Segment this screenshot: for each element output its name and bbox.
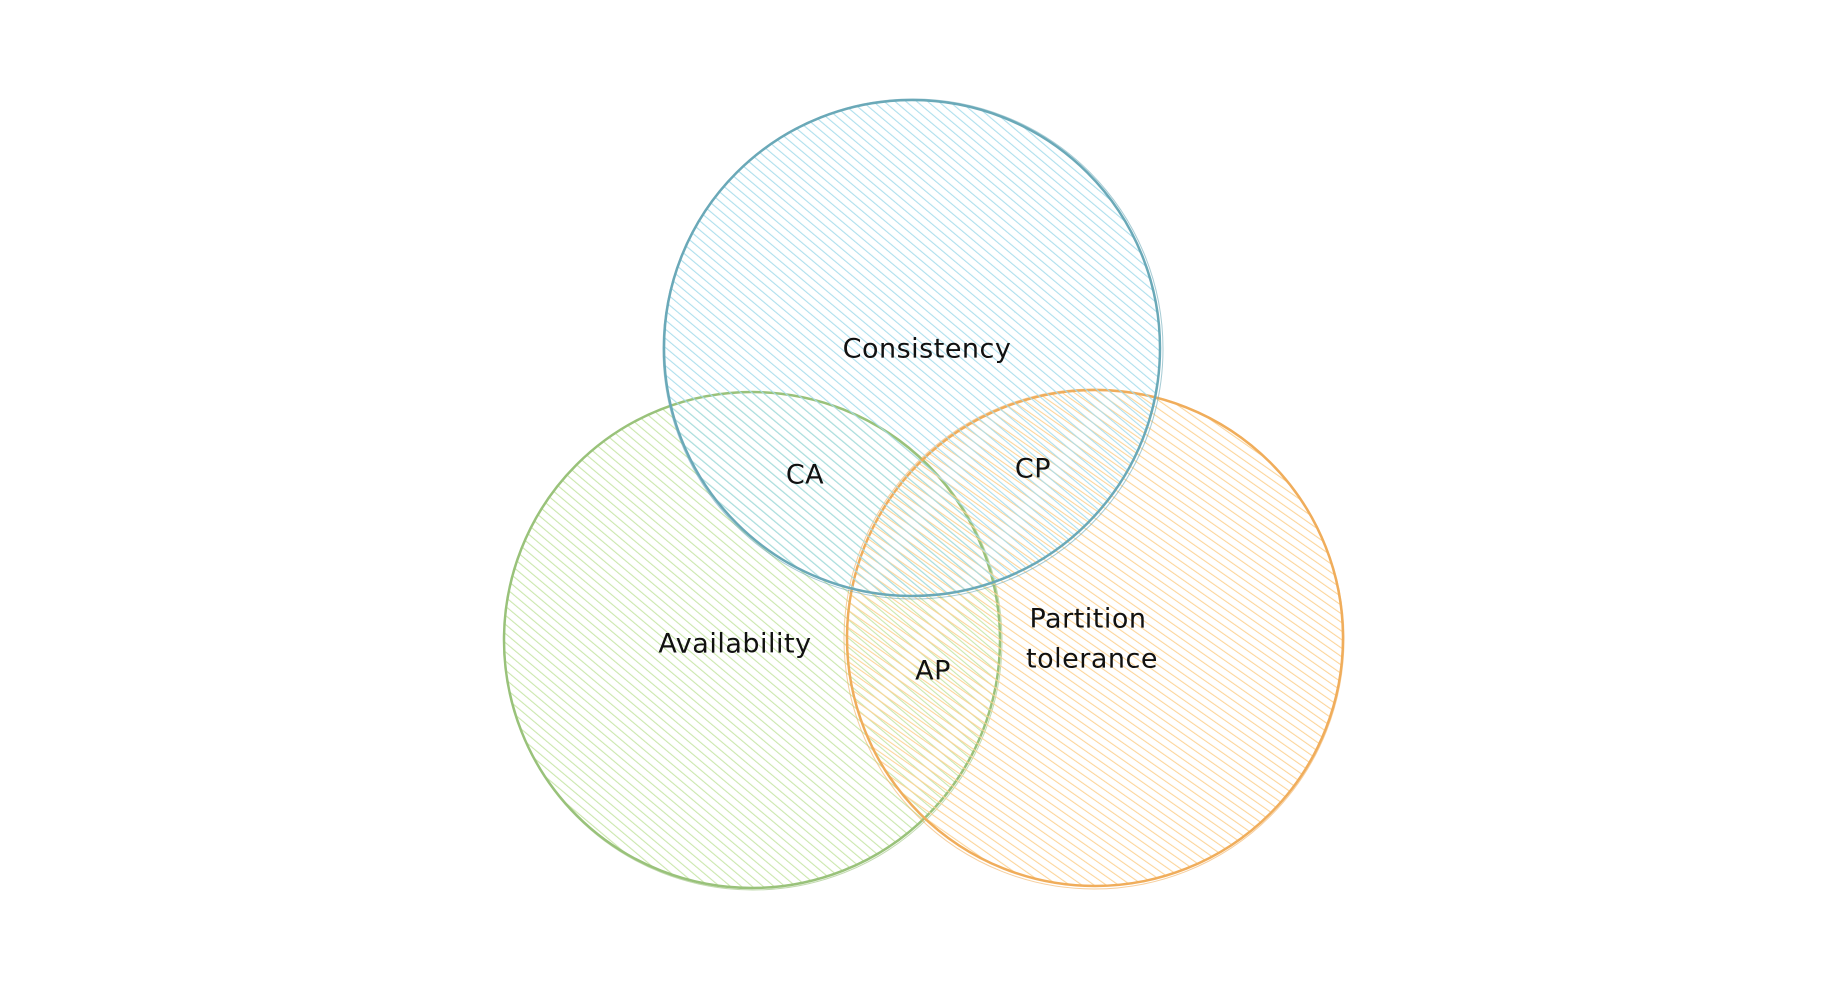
- consistency-label: Consistency: [843, 334, 1012, 365]
- ap-intersection-label: AP: [915, 656, 951, 687]
- partition-label-line2: tolerance: [1026, 644, 1158, 675]
- ca-intersection-label: CA: [786, 460, 824, 491]
- partition-label-line1: Partition: [1029, 604, 1146, 635]
- consistency-circle: [662, 98, 1164, 600]
- availability-label: Availability: [658, 629, 811, 660]
- cp-intersection-label: CP: [1015, 454, 1051, 485]
